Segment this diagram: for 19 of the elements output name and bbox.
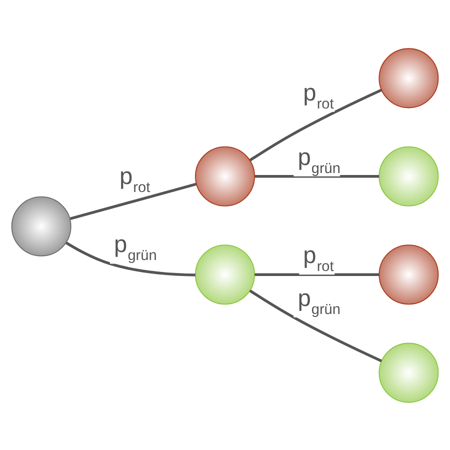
node-circle xyxy=(378,244,439,304)
connector xyxy=(66,241,196,276)
connector xyxy=(249,289,382,362)
node-circle xyxy=(194,244,256,304)
node-circle xyxy=(11,196,72,256)
edge-label: p$_{grün}$ xyxy=(298,285,340,318)
edge-label: p$_{grün}$ xyxy=(298,144,340,176)
connector xyxy=(254,174,380,178)
node-circle xyxy=(378,342,439,402)
node-circle xyxy=(194,146,256,206)
edge-label: p$_{rot}$ xyxy=(303,242,334,275)
node-circle xyxy=(378,48,439,108)
edge-label: p$_{grün}$ xyxy=(114,232,157,264)
edge-label: p$_{rot}$ xyxy=(120,163,150,196)
connector xyxy=(254,272,380,276)
node-circle xyxy=(378,146,439,206)
connector xyxy=(249,88,382,161)
connector xyxy=(70,182,197,220)
edge-label: p$_{rot}$ xyxy=(303,80,334,112)
